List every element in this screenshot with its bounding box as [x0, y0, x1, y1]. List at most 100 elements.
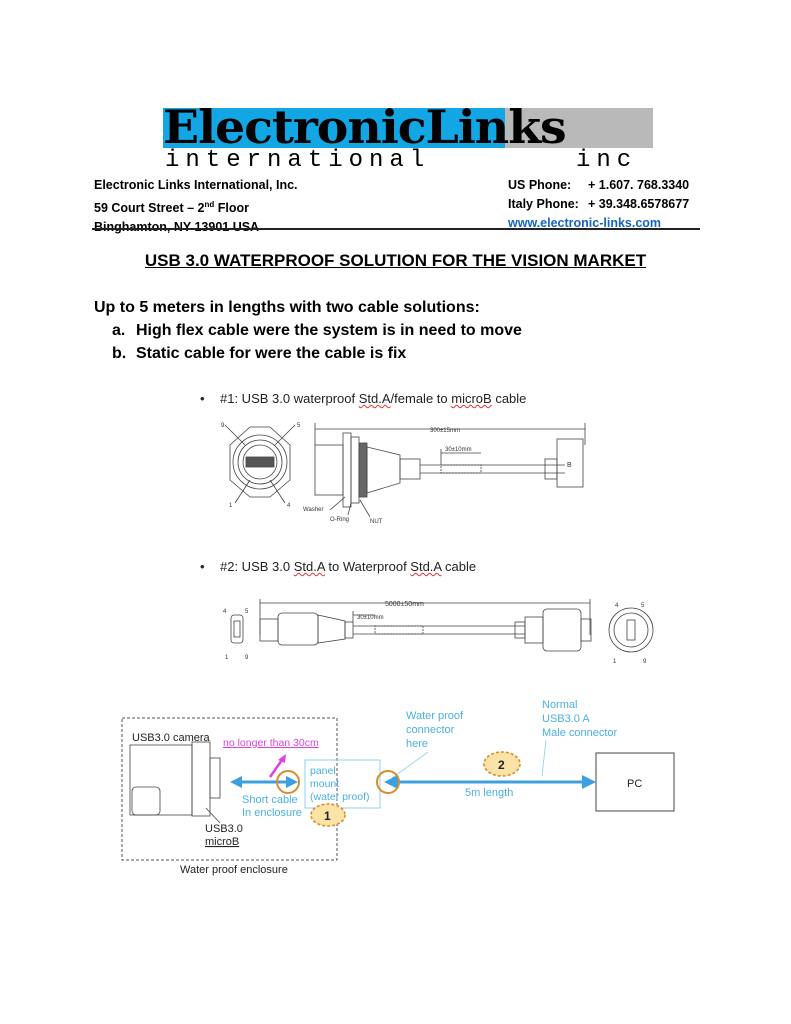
list-item: a. High flex cable were the system is in …	[94, 319, 522, 342]
cable1-heading: •#1: USB 3.0 waterproof Std.A/female to …	[200, 391, 526, 406]
microb-label: microB	[205, 836, 239, 848]
camera-icon	[129, 741, 221, 817]
badge-2	[483, 751, 521, 777]
pin-label: 9	[221, 423, 225, 429]
cable1-text-post: cable	[491, 391, 527, 406]
pin-label: 9	[245, 655, 249, 661]
cable1-side-view	[314, 423, 586, 508]
pin-label: 1	[229, 503, 233, 509]
cable2-text-post: cable	[441, 559, 477, 574]
street: 59 Court Street – 2nd Floor	[94, 195, 298, 218]
camera-label: USB3.0 camera	[132, 732, 211, 744]
dimension-total: 5000±50mm	[385, 601, 424, 608]
cable2-stda: Std.A	[293, 559, 325, 574]
logo-word-electronic: Electronic	[163, 100, 427, 154]
street-sup: nd	[204, 200, 215, 209]
pin-label: 5	[641, 603, 645, 609]
limit-pointer-arrow	[268, 759, 284, 778]
contact-info: US Phone: + 1.607. 768.3340 Italy Phone: +…	[508, 176, 689, 233]
dimension-total: 300±15mm	[430, 428, 460, 434]
pin-label: 5	[245, 609, 249, 615]
list-marker: a.	[112, 322, 126, 339]
connector-label: B	[567, 462, 572, 469]
wp-connector-label: Water proof	[406, 710, 464, 722]
pin-label: 9	[643, 659, 647, 665]
logo-inc: inc	[576, 147, 638, 174]
panel-mount-label: mount	[310, 778, 339, 790]
badge-2-label: 2	[498, 758, 505, 772]
list-item-text: High flex cable were the system is in ne…	[136, 322, 522, 339]
italy-phone: + 39.348.6578677	[588, 197, 690, 211]
logo-gray-band	[505, 108, 653, 148]
long-cable-arrow	[384, 775, 596, 789]
pc-label: PC	[627, 778, 642, 790]
website-link[interactable]: www.electronic-links.com	[508, 216, 662, 230]
cable2-drawing: 5000±50mm 30±10mm 4 5 1 9 4 5 1 9	[223, 599, 654, 665]
system-diagram: USB3.0 camera no longer than 30cm Short …	[121, 699, 675, 876]
list-item: b. Static cable for were the cable is fix	[94, 342, 522, 365]
logo-word-links: Links	[425, 100, 567, 154]
washer-label: Washer	[303, 507, 323, 513]
badge-1-label: 1	[324, 809, 331, 823]
header-divider	[92, 228, 700, 230]
cable1-stda: Std.A	[358, 391, 391, 406]
oring-label: O-Ring	[330, 517, 349, 523]
pin-label: 1	[613, 659, 617, 665]
badge-1	[310, 803, 346, 827]
page-title-text: USB 3.0 WATERPROOF SOLUTION FOR THE VISI…	[144, 251, 647, 270]
list-item-text: Static cable for were the cable is fix	[136, 345, 407, 362]
normal-connector-label: USB3.0 A	[542, 713, 590, 725]
company-address: Electronic Links International, Inc. 59 …	[94, 176, 298, 237]
short-cable-label: Short cable	[242, 794, 298, 806]
pin-label: 1	[225, 655, 229, 661]
cable1-text-mid: /female to	[390, 391, 452, 406]
street-floor: Floor	[214, 201, 249, 216]
cable1-text: #1: USB 3.0 waterproof	[220, 391, 359, 406]
pin-label: 5	[297, 423, 301, 429]
enclosure-box	[121, 717, 338, 861]
bullet: •	[200, 391, 205, 406]
length-limit-note: no longer than 30cm	[223, 737, 319, 749]
dimension-short: 30±10mm	[445, 447, 472, 453]
pin-label: 4	[615, 603, 619, 609]
short-cable-label: In enclosure	[242, 807, 302, 819]
enclosure-label: Water proof enclosure	[180, 864, 288, 876]
wp-connector-label: connector	[406, 724, 455, 736]
length-label: 5m length	[465, 787, 513, 799]
page-title: USB 3.0 WATERPROOF SOLUTION FOR THE VISI…	[0, 251, 791, 271]
panel-mount-label: (water proof)	[310, 791, 370, 803]
company-name: Electronic Links International, Inc.	[94, 178, 298, 192]
cable1-microb: microB	[451, 391, 492, 406]
list-marker: b.	[112, 345, 127, 362]
connector-highlight	[376, 770, 400, 794]
connector-highlight	[276, 770, 300, 794]
normal-connector-label: Normal	[542, 699, 577, 711]
pc-box	[595, 752, 675, 812]
microb-label: USB3.0	[205, 823, 243, 835]
pin-label: 4	[223, 609, 227, 615]
city: Binghamton, NY 13901 USA	[94, 218, 298, 237]
normal-connector-label: Male connector	[542, 727, 618, 739]
us-phone-label: US Phone:	[508, 178, 572, 192]
bullet: •	[200, 559, 205, 574]
logo-blue-band	[163, 108, 505, 148]
logo-international: international	[165, 147, 431, 174]
pin-label: 4	[287, 503, 291, 509]
cable2-text: #2: USB 3.0	[220, 559, 294, 574]
panel-mount-label: panel	[310, 765, 336, 777]
logo: ElectronicLinks	[163, 104, 567, 150]
cable2-heading: • #2: USB 3.0 Std.A to Waterproof Std.A c…	[200, 559, 476, 574]
us-phone: + 1.607. 768.3340	[588, 178, 690, 192]
cable2-text-mid: to Waterproof	[324, 559, 411, 574]
intro-section: Up to 5 meters in lengths with two cable…	[94, 296, 522, 365]
intro-lead: Up to 5 meters in lengths with two cable…	[94, 299, 480, 316]
wp-connector-label: here	[406, 738, 428, 750]
cable2-stda: Std.A	[410, 559, 442, 574]
street-text: 59 Court Street – 2	[94, 201, 205, 216]
short-cable-arrow	[230, 776, 298, 788]
cable1-front-view	[224, 424, 296, 504]
nut-label: NUT	[370, 519, 383, 525]
panel-mount-box	[304, 759, 381, 809]
italy-phone-label: Italy Phone:	[508, 197, 579, 211]
cable1-drawing: 9 5 1 4 300±15mm 30±10mm B Washer O-Ring…	[221, 423, 586, 525]
